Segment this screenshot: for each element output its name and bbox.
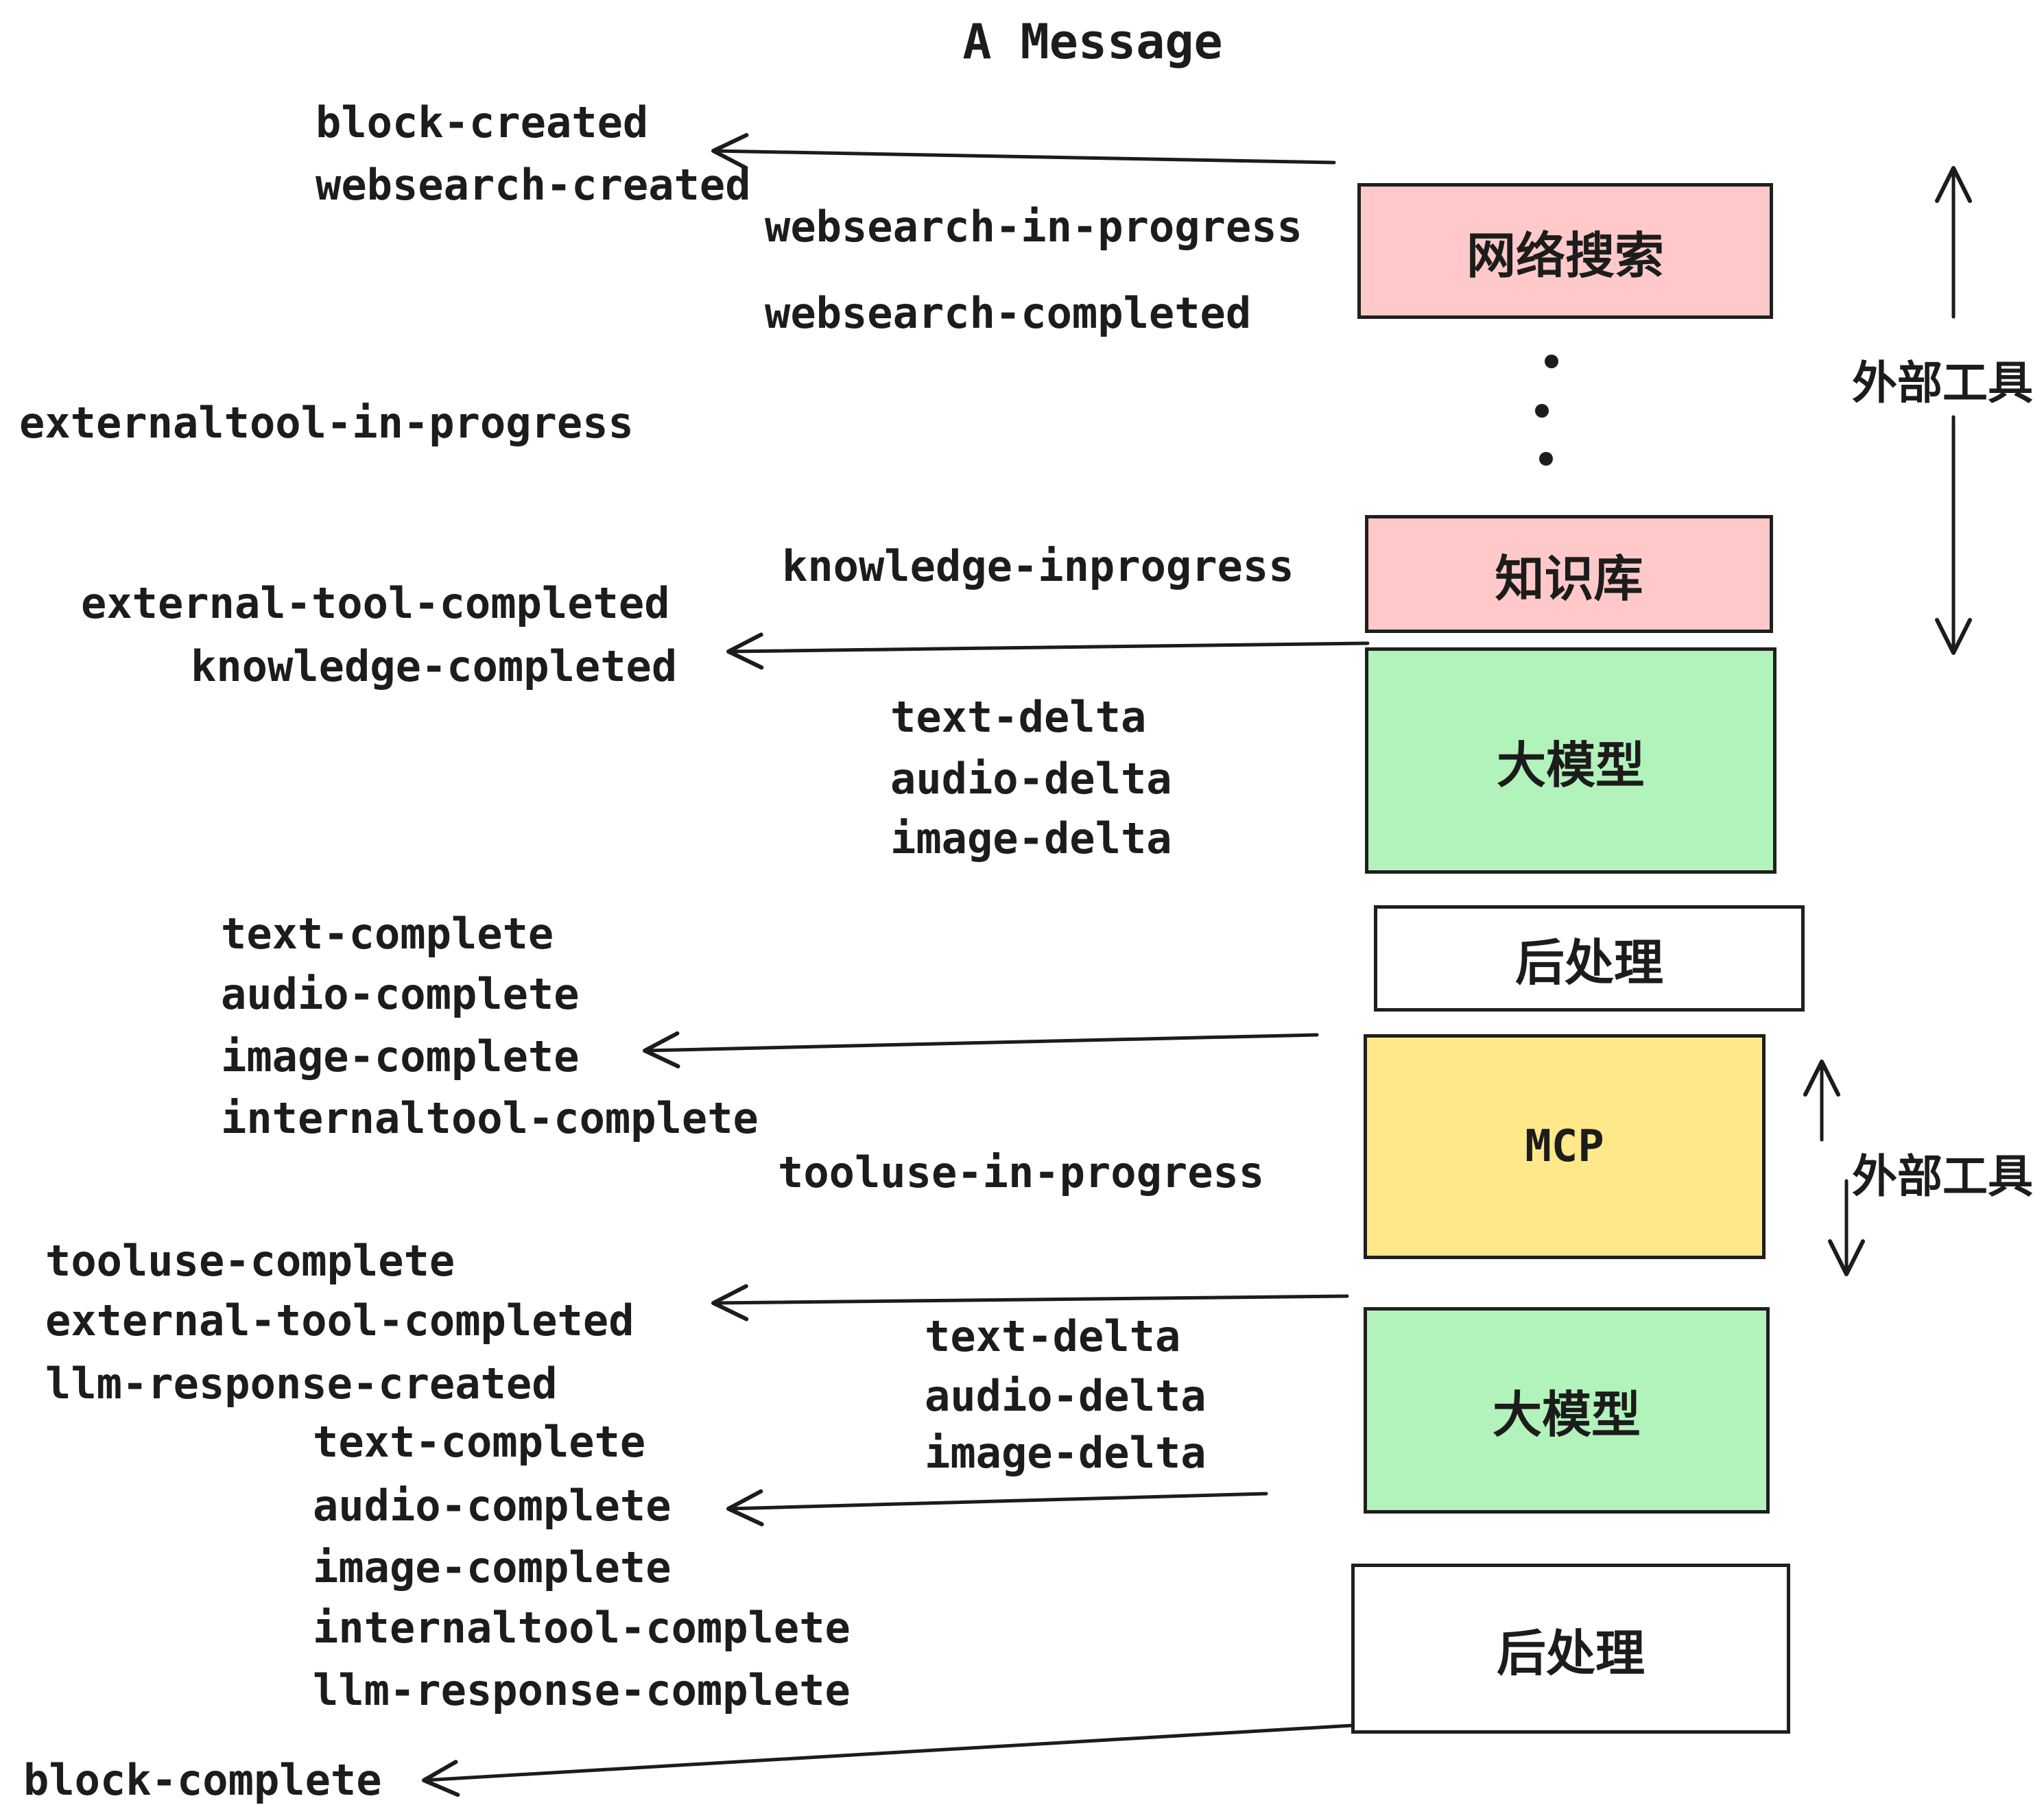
arrow-websearch-to-block-created [711,132,1336,170]
event-externaltool-in-progress: externaltool-in-progress [19,398,634,448]
arrow-llm2-to-audio-complete [726,1489,1268,1527]
event-audio-complete: audio-complete [221,969,580,1019]
box-postprocess-2: 后处理 [1351,1564,1790,1734]
event-text-complete: text-complete [221,909,554,959]
event-tooluse-in-progress: tooluse-in-progress [778,1147,1265,1197]
event-audio-delta-2: audio-delta [925,1371,1207,1421]
box-llm-2: 大模型 [1364,1307,1770,1514]
box-llm-1: 大模型 [1365,647,1776,874]
event-llm-response-created: llm-response-created [45,1359,558,1409]
event-knowledge-inprogress: knowledge-inprogress [782,541,1294,591]
event-image-delta-2: image-delta [925,1428,1207,1478]
arrow-mcp-to-external-tool-completed [711,1284,1349,1322]
event-websearch-created: websearch-created [316,160,751,210]
event-image-complete-2: image-complete [313,1542,672,1592]
diagram-title: A Message [962,14,1223,70]
event-llm-response-complete: llm-response-complete [313,1665,851,1715]
label-external-tools-bottom: 外部工具 [1852,1150,2033,1203]
box-knowledge-base: 知识库 [1365,515,1773,633]
box-websearch: 网络搜索 [1357,183,1773,319]
event-knowledge-completed: knowledge-completed [191,641,678,691]
arrow-post2-to-block-complete [422,1723,1355,1797]
event-image-complete: image-complete [221,1031,580,1081]
box-mcp: MCP [1364,1034,1766,1259]
event-audio-complete-2: audio-complete [313,1481,672,1531]
ellipsis-dots [1535,355,1558,466]
event-image-delta: image-delta [890,813,1172,863]
event-external-tool-completed-2: external-tool-completed [45,1295,634,1346]
arrow-knowledge-to-knowledge-completed [726,632,1370,670]
event-text-complete-2: text-complete [313,1417,646,1467]
label-external-tools-top: 外部工具 [1852,357,2033,409]
event-tooluse-complete: tooluse-complete [45,1236,455,1286]
arrow-post1-to-image-complete [643,1031,1319,1068]
event-block-created: block-created [316,97,649,147]
event-internaltool-complete-2: internaltool-complete [313,1603,851,1653]
event-text-delta-2: text-delta [925,1311,1181,1361]
box-postprocess-1: 后处理 [1374,905,1805,1012]
event-websearch-in-progress: websearch-in-progress [765,202,1303,252]
event-external-tool-completed: external-tool-completed [81,578,670,628]
event-websearch-completed: websearch-completed [765,288,1252,338]
event-audio-delta: audio-delta [890,754,1172,804]
event-text-delta: text-delta [890,692,1147,742]
event-block-complete: block-complete [23,1755,382,1805]
event-internaltool-complete: internaltool-complete [221,1093,759,1143]
